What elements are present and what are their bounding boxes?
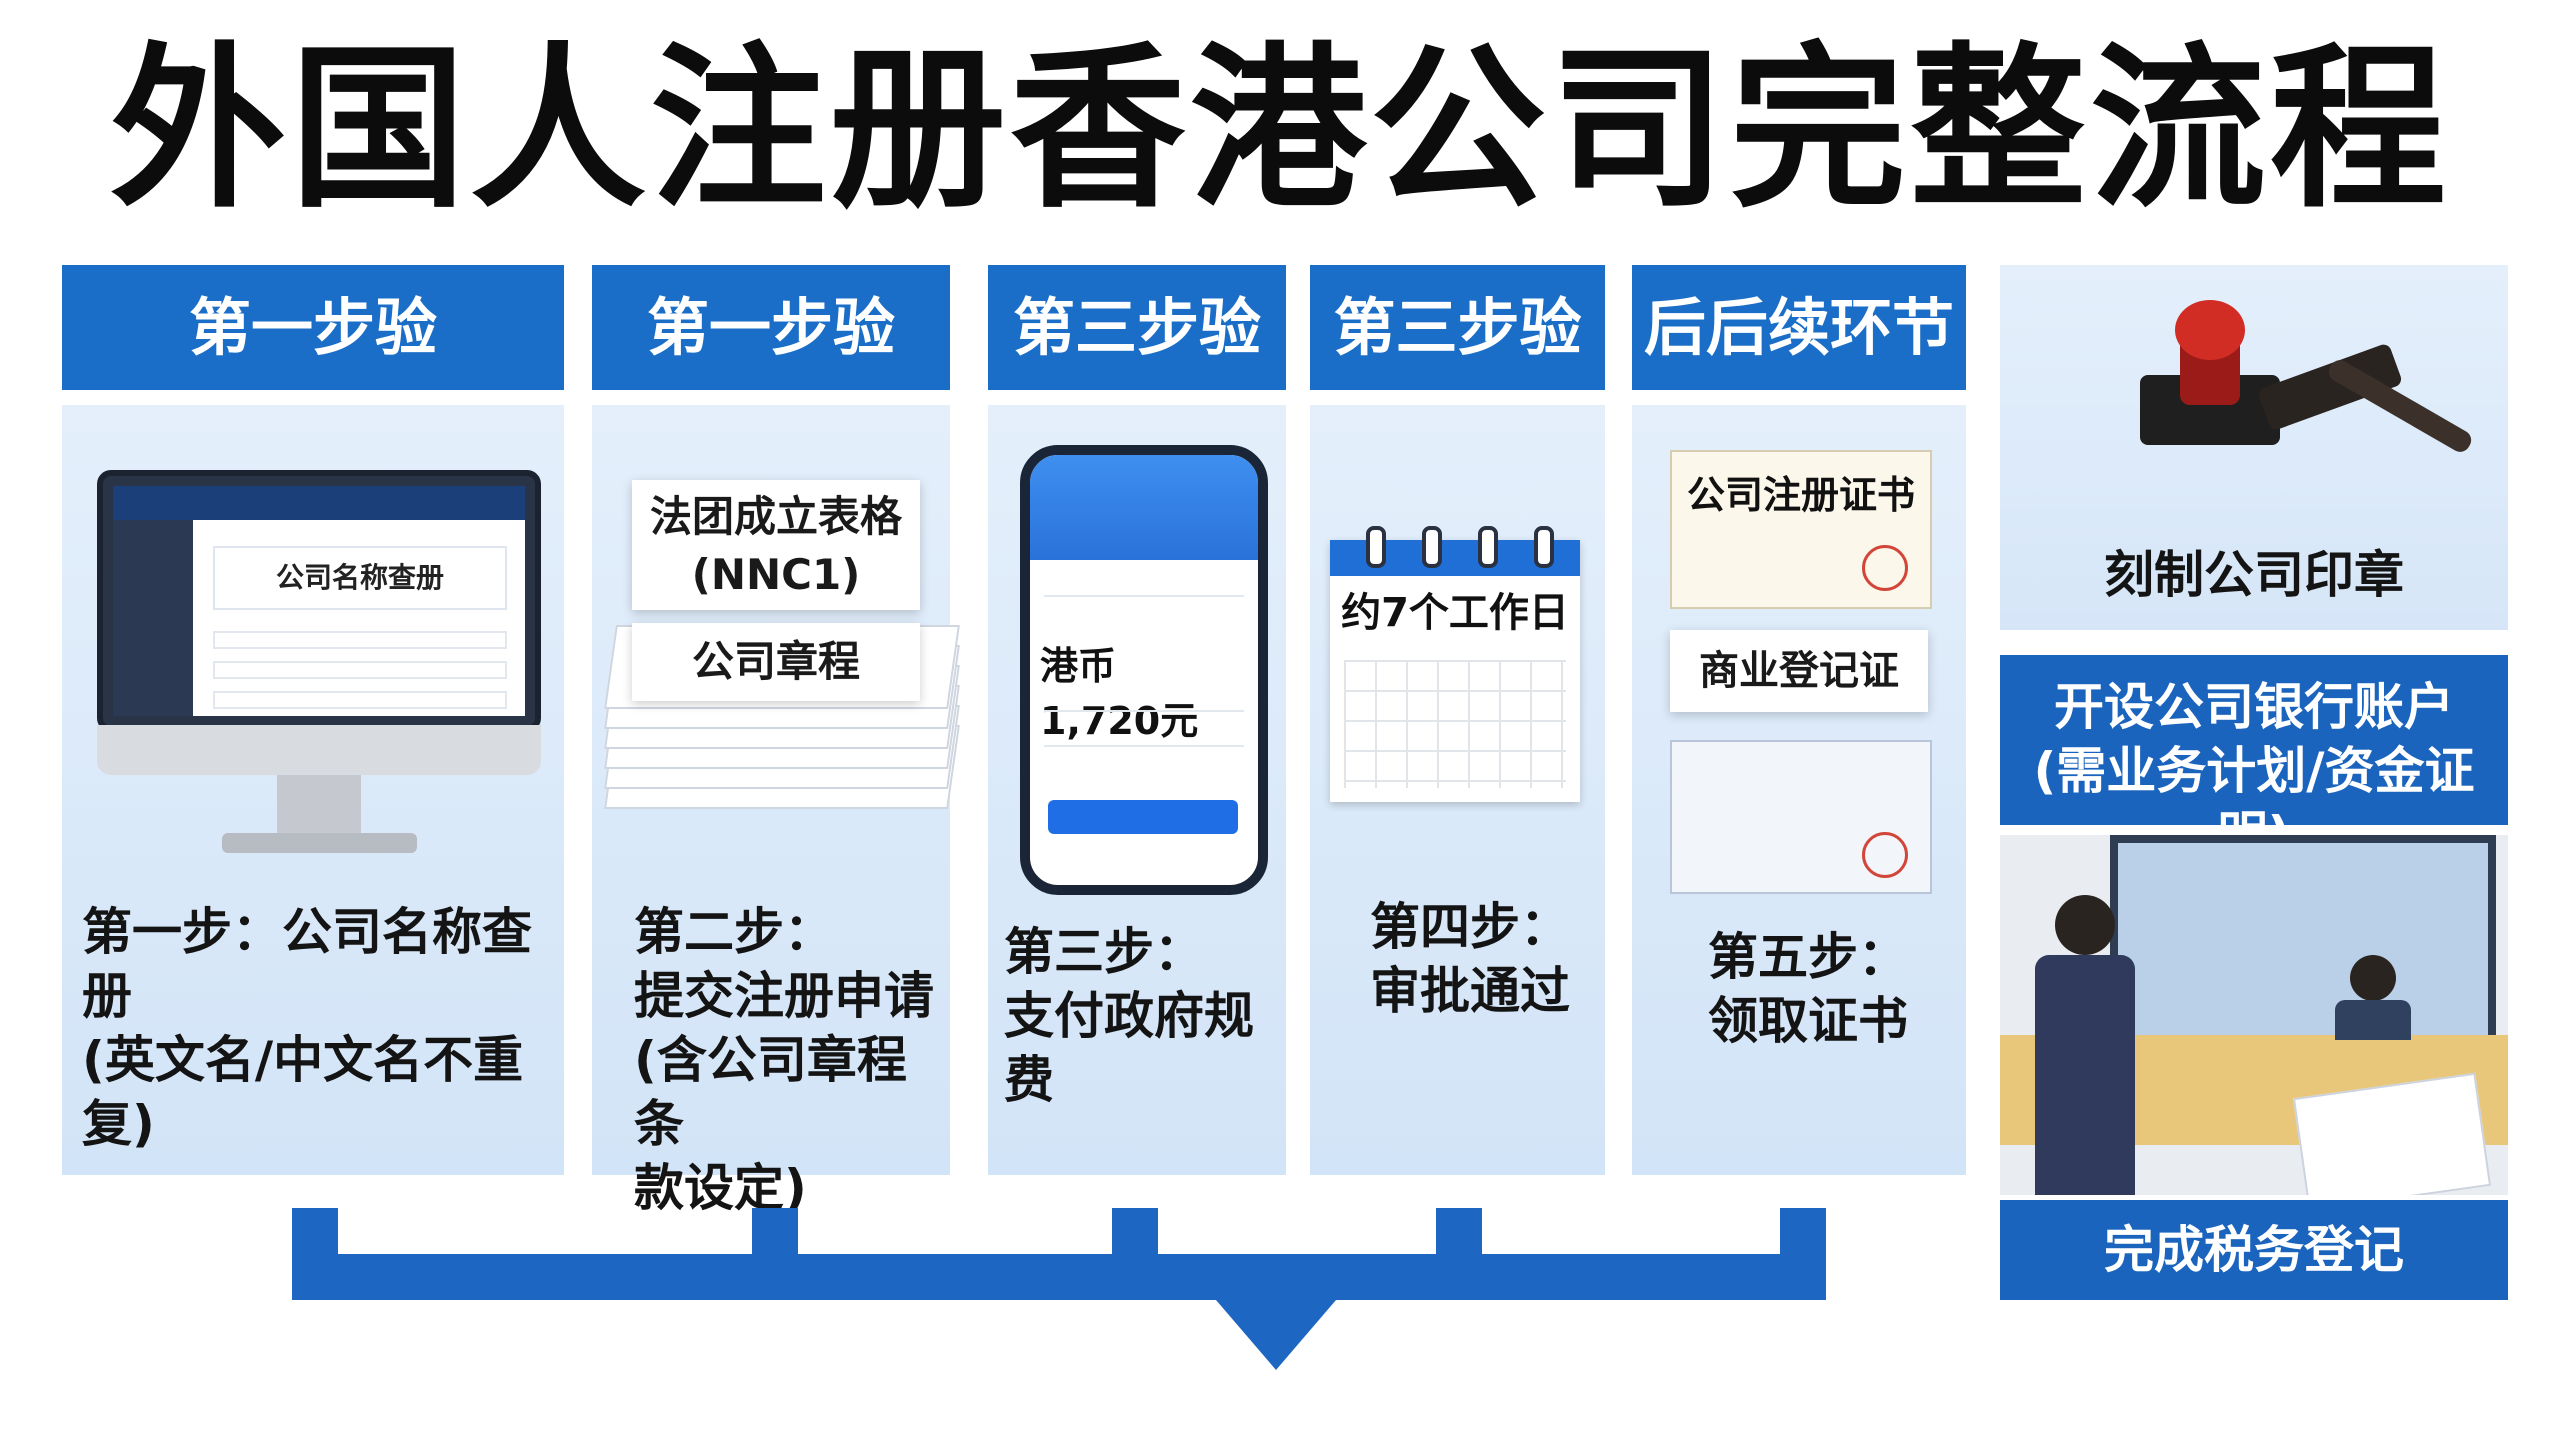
step-column-4: 第三步验 约7个工作日 第四步： 审批通过 [1310,265,1605,1175]
bank-scene-illustration [2000,835,2508,1195]
seal-panel: 刻制公司印章 [2000,265,2508,630]
form-nnc1-card: 法团成立表格 (NNC1) [632,480,920,610]
column-header: 第一步验 [592,265,950,390]
step-description: 第四步： 审批通过 [1370,898,1570,1020]
step-description: 第一步：公司名称查册 (英文名/中文名不重复) [82,903,532,1153]
pay-button-icon [1048,800,1238,834]
seal-icon [1862,545,1908,591]
certificate-document [1670,740,1932,894]
processing-time: 约7个工作日 [1341,590,1569,636]
fee-amount: 港币1,720元 [1040,644,1199,743]
business-registration-card: 商业登记证 [1670,630,1928,712]
step-column-1: 第一步验 公司名称查册 第一步：公司名称查册 (英文名/中文名不重复) [62,265,564,1175]
step-column-3: 第三步验 港币1,720元 第三步： 支付政府规费 [988,265,1286,1175]
articles-card: 公司章程 [632,623,920,701]
step-description: 第三步： 支付政府规费 [1004,923,1254,1109]
arrow-down-icon [1216,1300,1336,1370]
name-search-label: 公司名称查册 [213,546,507,610]
page-title: 外国人注册香港公司完整流程 [109,27,2450,232]
calendar-icon: 约7个工作日 [1330,526,1580,802]
column-panel: 公司注册证书 商业登记证 第五步： 领取证书 [1632,405,1966,1175]
column-header: 第一步验 [62,265,564,390]
step-column-2: 第一步验 法团成立表格 (NNC1) 公司章程 第二步： 提交注册申请 (含公司… [592,265,960,1217]
step-column-5: 后后续环节 公司注册证书 商业登记证 第五步： 领取证书 [1632,265,1966,1175]
column-header: 后后续环节 [1632,265,1966,390]
incorporation-certificate: 公司注册证书 [1670,450,1932,609]
bank-account-banner: 开设公司银行账户 (需业务计划/资金证明) [2000,655,2508,864]
column-header: 第三步验 [1310,265,1605,390]
seal-icon [1862,832,1908,878]
seal-label: 刻制公司印章 [2104,546,2404,604]
monitor-icon: 公司名称查册 [97,470,541,732]
step-description: 第五步： 领取证书 [1708,928,1908,1050]
column-panel: 港币1,720元 第三步： 支付政府规费 [988,405,1286,1175]
phone-icon: 港币1,720元 [1020,445,1268,895]
column-header: 第三步验 [988,265,1286,390]
column-panel: 法团成立表格 (NNC1) 公司章程 第二步： 提交注册申请 (含公司章程条 款… [592,405,960,1217]
tax-registration-banner: 完成税务登记 [2000,1200,2508,1300]
column-panel: 公司名称查册 第一步：公司名称查册 (英文名/中文名不重复) [62,405,564,1175]
step-description: 第二步： 提交注册申请 (含公司章程条 款设定) [634,903,934,1217]
column-panel: 约7个工作日 第四步： 审批通过 [1310,405,1605,1175]
